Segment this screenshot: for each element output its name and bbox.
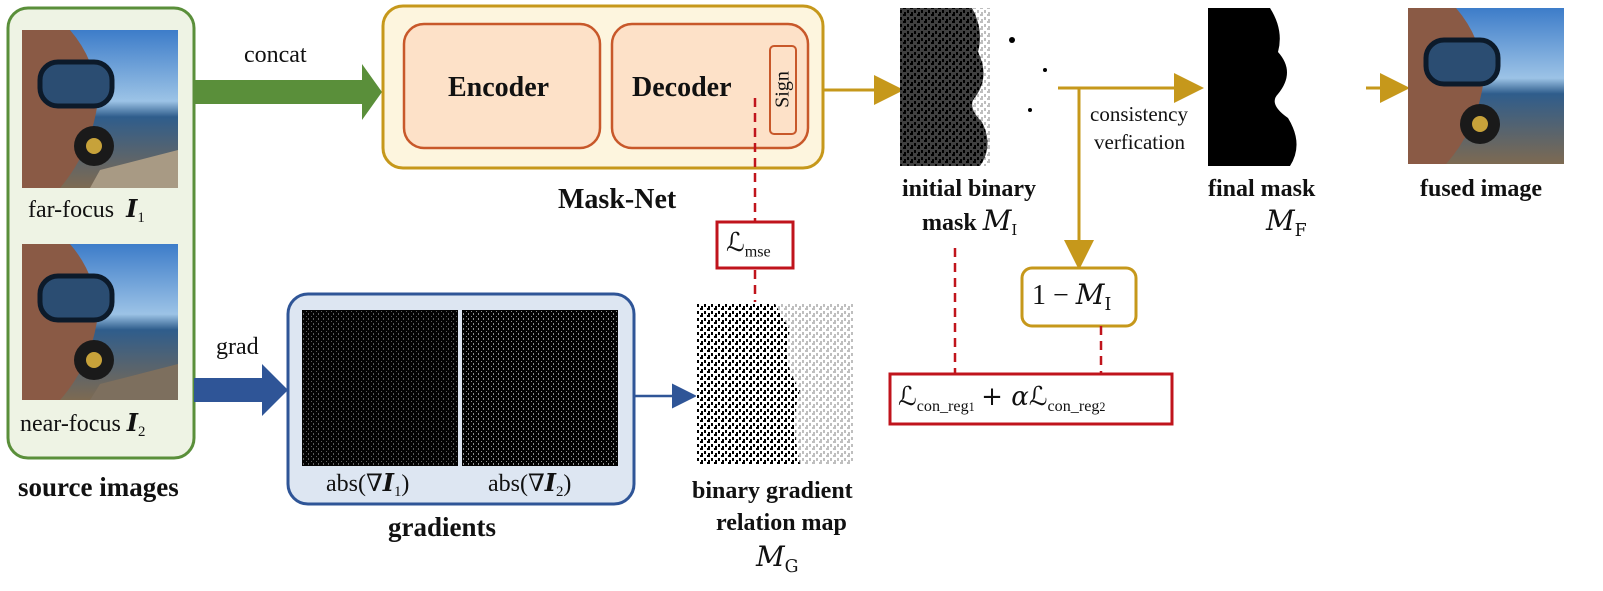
- loss-mse-L: ℒ: [726, 228, 745, 257]
- one-minus-text: 1 −: [1032, 280, 1069, 311]
- far-focus-caption: far-focus I1: [28, 194, 145, 227]
- source-images-label: source images: [18, 472, 179, 502]
- one-minus-sub: I: [1104, 295, 1112, 316]
- loss-con-plus: + α: [981, 382, 1029, 412]
- loss-con-sub2: con_reg2: [1047, 397, 1106, 415]
- I1-symbol: I: [126, 194, 138, 223]
- sign-label: Sign: [771, 71, 794, 108]
- decoder-block: [610, 22, 810, 150]
- grad-label: grad: [216, 334, 259, 360]
- near-focus-photo: [22, 244, 178, 400]
- abs-grad-1-prefix: abs(∇: [326, 471, 383, 497]
- MG-label: MG: [756, 540, 799, 577]
- MF-sub: F: [1294, 221, 1307, 242]
- abs-grad-2-prefix: abs(∇: [488, 471, 545, 497]
- mask-word: mask: [922, 210, 977, 236]
- loss-mse-sub: mse: [744, 243, 771, 261]
- binary-gradient-line2: relation map: [716, 510, 847, 536]
- far-focus-text: far-focus: [28, 197, 115, 223]
- grad-arrow: [194, 364, 288, 416]
- final-mask-label: final mask: [1208, 176, 1316, 202]
- far-focus-photo: [22, 30, 178, 188]
- loss-mse-label: ℒmse: [726, 228, 771, 262]
- MG-symbol: M: [756, 540, 785, 573]
- encoder-label: Encoder: [448, 72, 550, 103]
- sign-block: [769, 45, 797, 135]
- one-minus-M: M: [1075, 278, 1105, 311]
- MI-symbol: M: [982, 204, 1012, 237]
- final-mask-image: [1208, 8, 1364, 166]
- near-focus-text: near-focus: [20, 411, 121, 437]
- initial-binary-line2: mask MI: [922, 204, 1017, 239]
- abs-grad-1-sub: 1: [393, 484, 402, 501]
- binary-gradient-line1: binary gradient: [692, 478, 853, 504]
- fused-photo: [1408, 8, 1564, 164]
- abs-grad-1-suffix: ): [401, 471, 410, 497]
- abs-grad-1-label: abs(∇I1): [326, 468, 409, 501]
- gradients-label: gradients: [388, 512, 496, 542]
- abs-grad-2-sub: 2: [555, 484, 564, 501]
- loss-con-L2: ℒ: [1028, 382, 1048, 411]
- consistency-line1: consistency: [1090, 102, 1188, 126]
- loss-con-subsub2: 2: [1099, 399, 1106, 414]
- fused-image-label: fused image: [1420, 176, 1542, 202]
- I2-sub: 2: [138, 424, 146, 441]
- encoder-block: [402, 22, 602, 150]
- abs-grad-2-label: abs(∇I2): [488, 468, 571, 501]
- MG-sub: G: [784, 557, 799, 578]
- abs-grad-2-sym: I: [544, 468, 556, 497]
- loss-con-sub1: con_reg1: [916, 397, 975, 415]
- binary-gradient-map-image: [696, 304, 854, 464]
- abs-grad-2-suffix: ): [563, 471, 572, 497]
- concat-label: concat: [244, 42, 307, 68]
- MF-label: MF: [1266, 204, 1307, 241]
- MF-symbol: M: [1266, 204, 1295, 237]
- concat-arrow: [194, 64, 382, 120]
- loss-con-box: [888, 372, 1174, 426]
- decoder-label: Decoder: [632, 72, 732, 103]
- initial-binary-line1: initial binary: [902, 176, 1037, 202]
- abs-grad-1-sym: I: [382, 468, 394, 497]
- one-minus-mask-box: [1020, 266, 1138, 328]
- loss-mse-box: [715, 220, 795, 270]
- MI-sub: I: [1011, 221, 1018, 240]
- loss-con-subsub1: 1: [968, 399, 975, 414]
- one-minus-label: 1 − MI: [1032, 278, 1111, 315]
- initial-binary-mask-image: [900, 8, 1056, 166]
- I2-symbol: I: [126, 408, 139, 437]
- near-focus-caption: near-focus I2: [20, 408, 145, 441]
- mask-net-label: Mask-Net: [558, 184, 677, 215]
- loss-con-L1: ℒ: [898, 382, 917, 411]
- loss-con-label: ℒcon_reg1 + αℒcon_reg2: [898, 382, 1105, 416]
- consistency-line2: verfication: [1094, 130, 1185, 154]
- I1-sub: 1: [137, 210, 145, 227]
